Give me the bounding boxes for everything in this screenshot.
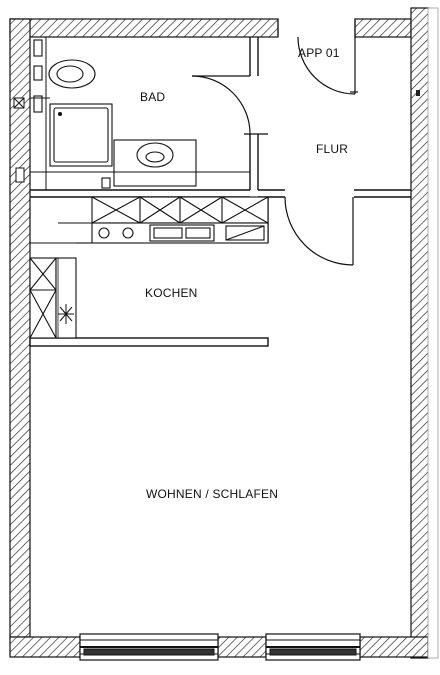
room-label-bathroom: BAD <box>140 90 166 104</box>
kitchen-upper-cabinets <box>91 196 269 224</box>
entrance-door <box>277 19 358 95</box>
wall-top-right <box>354 18 412 38</box>
room-label-living: WOHNEN / SCHLAFEN <box>146 487 279 501</box>
wall-bottom-mid <box>217 636 267 658</box>
window-right <box>265 633 361 661</box>
fridge-icon <box>58 304 74 324</box>
toilet-tank <box>33 39 43 57</box>
room-label-hallway: FLUR <box>316 142 349 156</box>
stove-burner <box>98 227 110 239</box>
wall-bottom-left <box>9 636 81 658</box>
window-left <box>79 633 219 661</box>
bathroom-fixtures <box>30 39 197 189</box>
exterior-walls <box>9 7 439 659</box>
kitchen-counter <box>91 222 269 244</box>
wall-right-outer-frame <box>427 7 439 659</box>
kitchen-door <box>284 196 354 266</box>
apartment-label: APP 01 <box>298 46 340 60</box>
wall-left <box>9 18 31 638</box>
stove-burner <box>122 227 134 239</box>
washbasin-counter <box>113 139 197 187</box>
wall-top-left <box>9 18 279 38</box>
wall-markers <box>13 90 420 183</box>
wall-bottom-right <box>359 636 429 658</box>
bathroom-wall-details <box>29 37 47 190</box>
bathroom-door <box>191 75 268 135</box>
interior-walls <box>29 37 411 347</box>
room-label-kitchen: KOCHEN <box>145 286 198 300</box>
wall-right <box>410 7 430 659</box>
kitchen-side-cabinets <box>29 222 92 339</box>
